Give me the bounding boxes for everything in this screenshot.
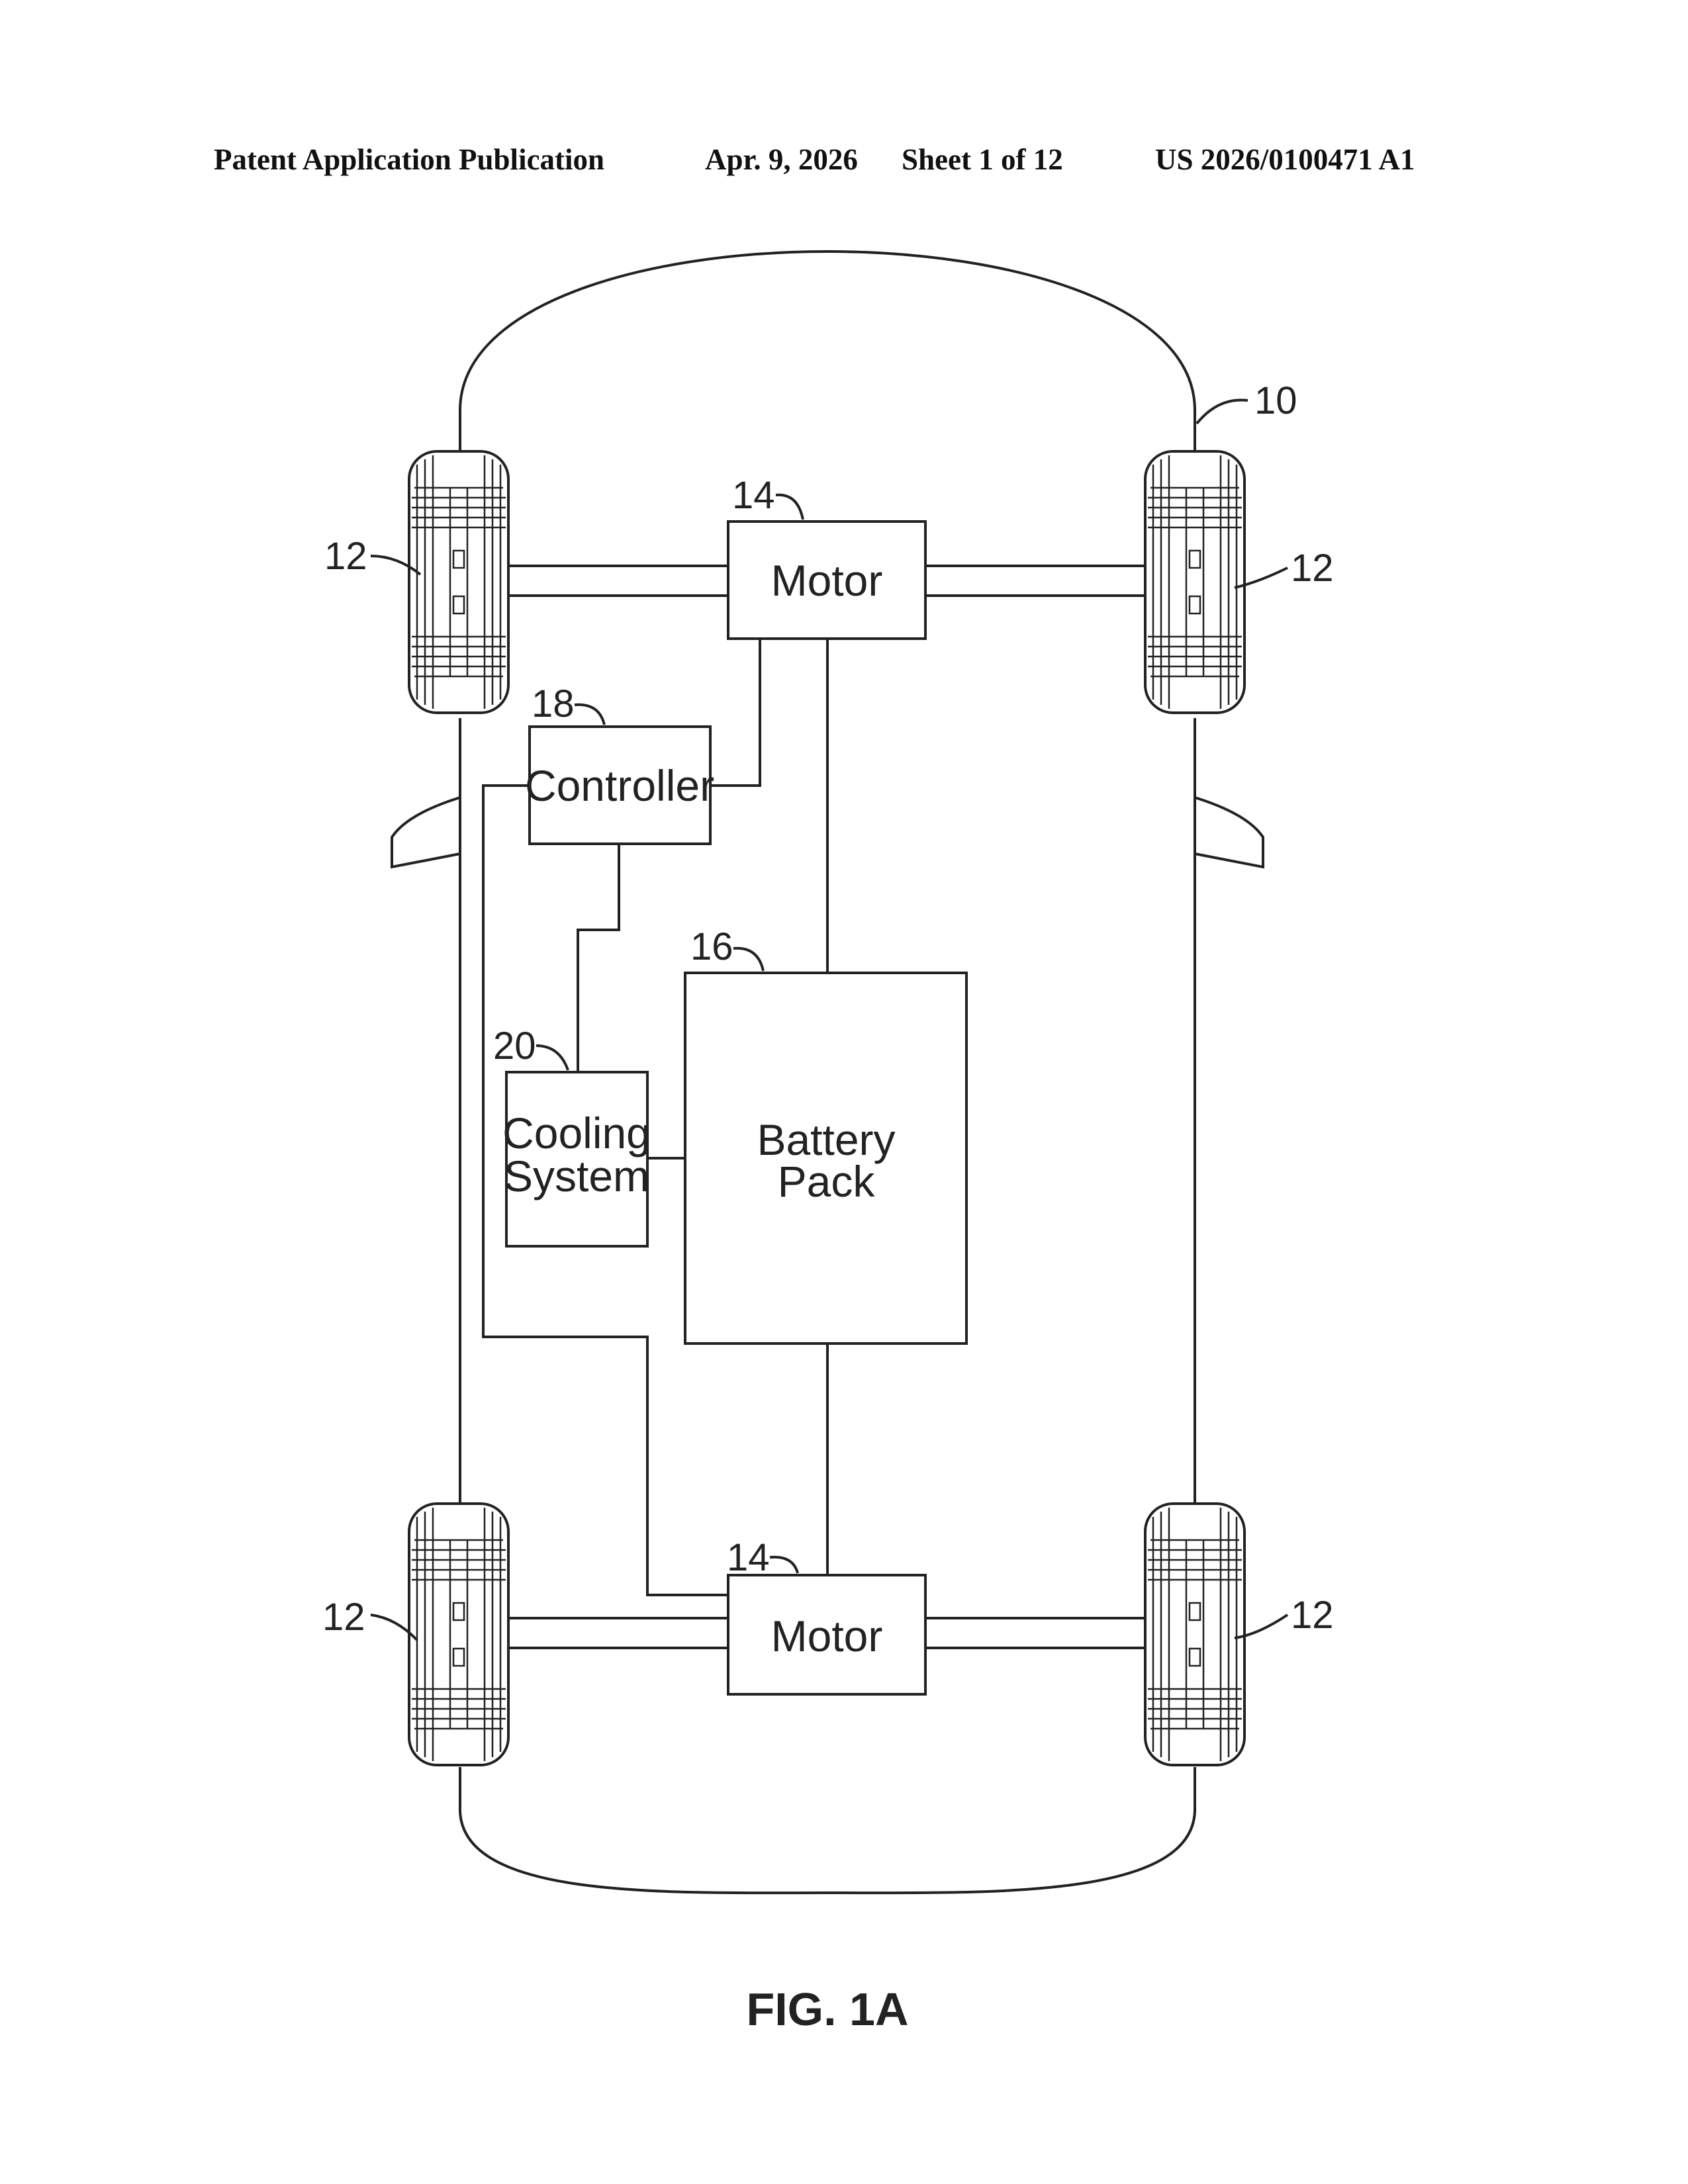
ref-wheel-front-left: 12 xyxy=(324,535,367,578)
ref-wheel-rear-left: 12 xyxy=(322,1596,365,1639)
ref-cooling: 20 xyxy=(493,1024,536,1068)
wheel-rear-left xyxy=(409,1504,508,1765)
figure-caption: FIG. 1A xyxy=(746,1983,908,2035)
ref-battery: 16 xyxy=(690,925,733,968)
controller-label: Controller xyxy=(525,761,714,810)
wheel-front-left xyxy=(409,451,508,713)
ref-front-motor: 14 xyxy=(732,474,775,517)
ref-rear-motor: 14 xyxy=(727,1536,770,1579)
ref-wheel-front-right: 12 xyxy=(1291,547,1334,590)
cooling-label-line1: Cooling xyxy=(502,1109,651,1158)
ref-controller: 18 xyxy=(532,682,575,725)
battery-label-line2: Pack xyxy=(778,1157,876,1206)
ref-vehicle: 10 xyxy=(1254,379,1297,422)
front-motor-label: Motor xyxy=(771,556,883,605)
wheel-rear-right xyxy=(1145,1504,1244,1765)
ref-wheel-rear-right: 12 xyxy=(1291,1594,1334,1637)
rear-motor-label: Motor xyxy=(771,1612,883,1661)
wheel-front-right xyxy=(1145,451,1244,713)
cooling-label-line2: System xyxy=(504,1152,649,1201)
